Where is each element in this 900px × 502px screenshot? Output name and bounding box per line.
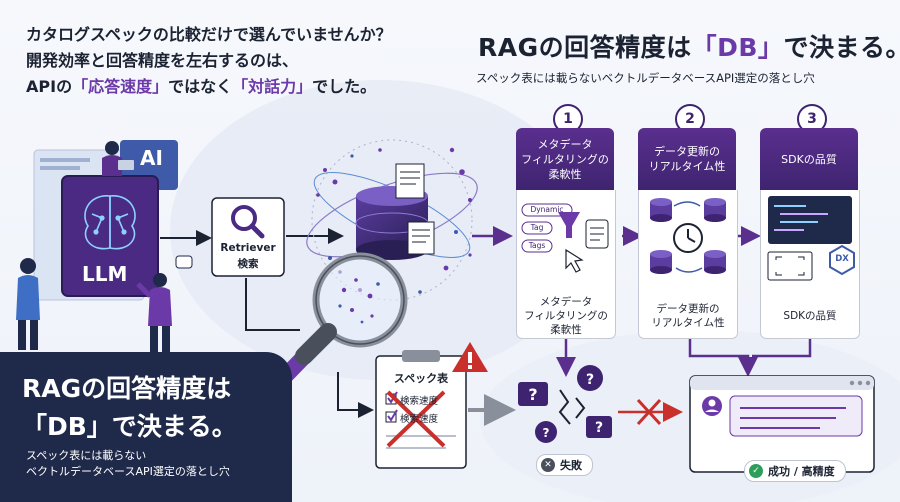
spec-sheet-item-2: 検索速度 xyxy=(400,414,439,425)
tag-tags: Tags xyxy=(528,241,546,250)
spec-sheet-title: スペック表 xyxy=(393,372,449,385)
card1-title: メタデータ フィルタリングの 柔軟性 xyxy=(516,128,614,190)
retriever-box xyxy=(211,197,285,277)
database-cluster xyxy=(306,139,478,301)
header-line-3: APIの「応答速度」ではなく「対話力」でした。 xyxy=(26,74,392,100)
svg-text:?: ? xyxy=(586,372,594,388)
svg-text:?: ? xyxy=(528,385,537,404)
document-icons xyxy=(395,163,435,255)
success-window xyxy=(689,375,875,473)
header-line-3-prefix: APIの xyxy=(26,77,73,96)
failure-cluster: ? ? ? ? xyxy=(518,365,612,443)
failure-badge: ✕ 失敗 xyxy=(536,454,593,476)
brain-icon xyxy=(84,195,136,250)
card1-footer: メタデータ フィルタリングの 柔軟性 xyxy=(516,294,616,339)
spec-sheet-item-1: 検索速度 xyxy=(400,396,439,407)
bottom-summary-panel xyxy=(0,352,292,502)
tag-dynamic: Dynamic xyxy=(530,205,564,214)
bottom-sub-line-1: スペック表には載らない xyxy=(26,449,147,462)
person-right-illustration xyxy=(136,255,193,352)
title-prefix: RAGの回答精度は xyxy=(478,33,692,62)
success-label: 成功 / 高精度 xyxy=(768,465,835,478)
bottom-panel-subtitle: スペック表には載らない ベクトルデータベースAPI選定の落とし穴 xyxy=(26,448,230,480)
header-line-1: カタログスペックの比較だけで選んでいませんか？ xyxy=(26,25,392,44)
card3-footer: SDKの品質 xyxy=(760,294,860,339)
person-top-illustration xyxy=(102,141,134,176)
magnifier-icon xyxy=(231,205,265,239)
title-highlight-db: 「DB」 xyxy=(691,33,784,62)
header-line-2: 開発効率と回答精度を左右するのは、 xyxy=(26,51,299,70)
arrow-to-spec-sheet xyxy=(337,372,374,418)
check-circle-icon: ✓ xyxy=(749,464,763,478)
card2-footer-text: データ更新の リアルタイム性 xyxy=(651,303,725,329)
tag-tag: Tag xyxy=(530,223,544,232)
x-circle-icon: ✕ xyxy=(541,458,555,472)
card1-footer-text: メタデータ フィルタリングの 柔軟性 xyxy=(524,296,608,336)
svg-text:?: ? xyxy=(595,420,603,436)
warning-icon xyxy=(452,342,488,372)
card3-title: SDKの品質 xyxy=(760,128,858,190)
ai-badge: AI xyxy=(140,146,163,170)
card2-title: データ更新の リアルタイム性 xyxy=(638,128,736,190)
header-line-3-suffix: でした。 xyxy=(312,77,377,96)
failure-label: 失敗 xyxy=(560,459,582,472)
card3-footer-text: SDKの品質 xyxy=(783,310,837,322)
bottom-panel-title: RAGの回答精度は 「DB」で決まる。 xyxy=(22,370,237,446)
dx-badge-label: DX xyxy=(835,254,849,264)
success-badge: ✓ 成功 / 高精度 xyxy=(744,460,846,482)
retriever-sublabel: 検索 xyxy=(237,258,259,270)
card3-title-text: SDKの品質 xyxy=(781,152,837,166)
svg-text:?: ? xyxy=(543,426,550,440)
bottom-title-line-1: RAGの回答精度は xyxy=(22,374,232,403)
arrow-card2-to-success xyxy=(688,338,758,377)
header-highlight-dialog: 「対話力」 xyxy=(232,77,313,96)
header-line-3-middle: ではなく xyxy=(168,77,233,96)
header-right-subtitle: スペック表には載らないベクトルデータベースAPI選定の落とし穴 xyxy=(476,71,815,85)
big-magnifier-icon xyxy=(260,252,408,402)
question-bubble-icon xyxy=(518,382,548,406)
header-right-title: RAGの回答精度は「DB」で決まる。 xyxy=(478,28,900,64)
card2-title-text: データ更新の リアルタイム性 xyxy=(648,145,726,173)
title-suffix: で決まる。 xyxy=(783,33,900,62)
bottom-title-line-2: 「DB」で決まる。 xyxy=(22,412,237,441)
bottom-sub-line-2: ベクトルデータベースAPI選定の落とし穴 xyxy=(26,465,230,478)
header-left: カタログスペックの比較だけで選んでいませんか？ 開発効率と回答精度を左右するのは… xyxy=(26,22,392,100)
card2-footer: データ更新の リアルタイム性 xyxy=(638,294,738,339)
card1-title-text: メタデータ フィルタリングの 柔軟性 xyxy=(521,137,609,181)
spec-sheet-clipboard xyxy=(375,350,467,469)
retriever-label: Retriever xyxy=(220,242,276,254)
person-left-illustration xyxy=(16,258,40,350)
header-highlight-speed: 「応答速度」 xyxy=(72,77,169,96)
arrow-card3-to-success xyxy=(752,338,812,358)
llm-label: LLM xyxy=(82,262,128,286)
